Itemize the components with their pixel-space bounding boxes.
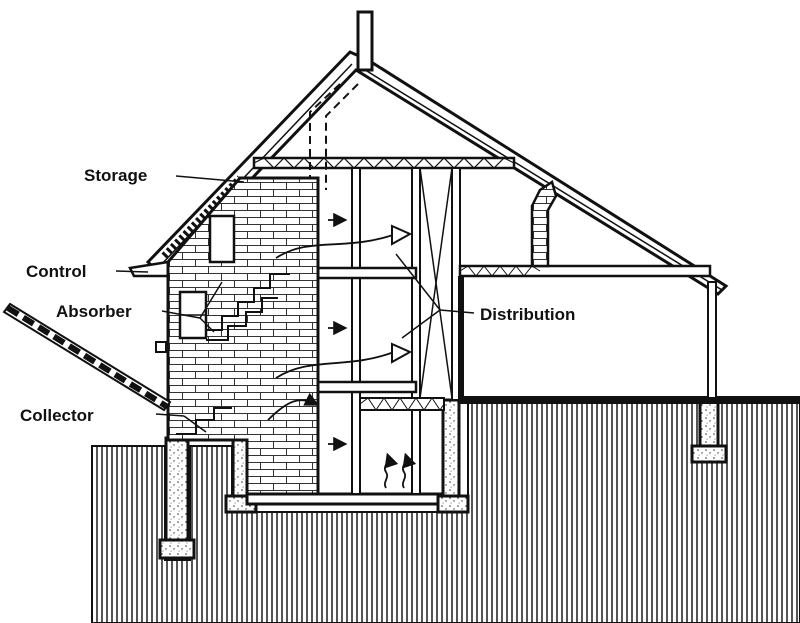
- solar-collector: [2, 302, 172, 412]
- leader-lines: [115, 175, 475, 433]
- foundations: [158, 396, 800, 560]
- label-distribution: Distribution: [480, 305, 575, 324]
- stairs: [176, 273, 290, 435]
- storage-mass-wall: [155, 176, 320, 496]
- label-storage: Storage: [84, 166, 147, 185]
- label-control: Control: [26, 262, 86, 281]
- framing: [252, 83, 717, 495]
- label-collector: Collector: [20, 406, 94, 425]
- label-absorber: Absorber: [56, 302, 132, 321]
- airflow-arrows: [267, 212, 417, 489]
